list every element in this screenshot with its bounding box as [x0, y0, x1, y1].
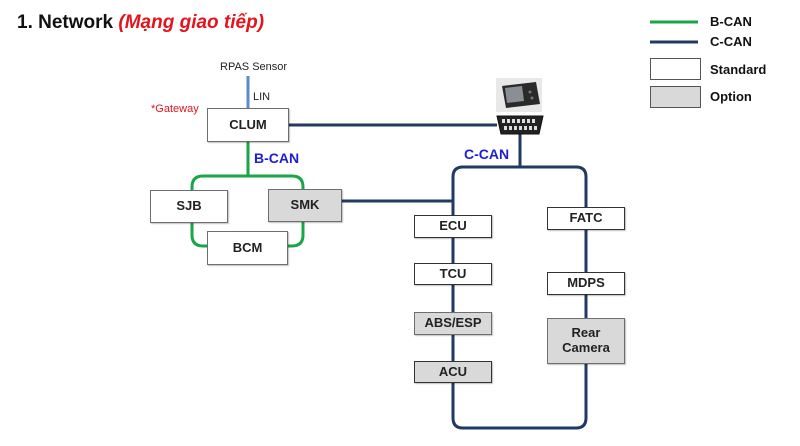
node-fatc: FATC	[547, 207, 625, 230]
legend-c-can-label: C-CAN	[710, 34, 752, 49]
node-abs-esp: ABS/ESP	[414, 312, 492, 335]
lin-label: LIN	[253, 91, 271, 103]
legend-b-can-label: B-CAN	[710, 14, 752, 29]
c-can-bus-label: C-CAN	[464, 146, 510, 162]
rpas-sensor-label: RPAS Sensor	[220, 61, 288, 73]
node-bcm: BCM	[207, 231, 288, 265]
title-main: 1. Network	[17, 12, 119, 33]
b-can-bus-label: B-CAN	[254, 150, 300, 166]
page-title: 1. Network (Mạng giao tiếp)	[17, 12, 264, 34]
gateway-label: *Gateway	[151, 103, 199, 115]
legend-option-label: Option	[710, 89, 752, 104]
obd-connector-icon	[496, 115, 544, 135]
node-mdps: MDPS	[547, 272, 625, 295]
title-subtitle: (Mạng giao tiếp)	[118, 12, 265, 33]
legend-standard-swatch	[650, 58, 701, 80]
node-smk: SMK	[268, 189, 342, 222]
node-rear-camera: Rear Camera	[547, 318, 625, 364]
node-sjb: SJB	[150, 190, 228, 223]
diagnostic-tablet-icon	[496, 78, 542, 112]
node-ecu: ECU	[414, 215, 492, 238]
c-can-loop	[451, 165, 588, 430]
node-tcu: TCU	[414, 263, 492, 285]
legend-option-swatch	[650, 86, 701, 108]
node-clum: CLUM	[207, 108, 289, 142]
legend-standard-label: Standard	[710, 62, 767, 77]
node-acu: ACU	[414, 361, 492, 383]
